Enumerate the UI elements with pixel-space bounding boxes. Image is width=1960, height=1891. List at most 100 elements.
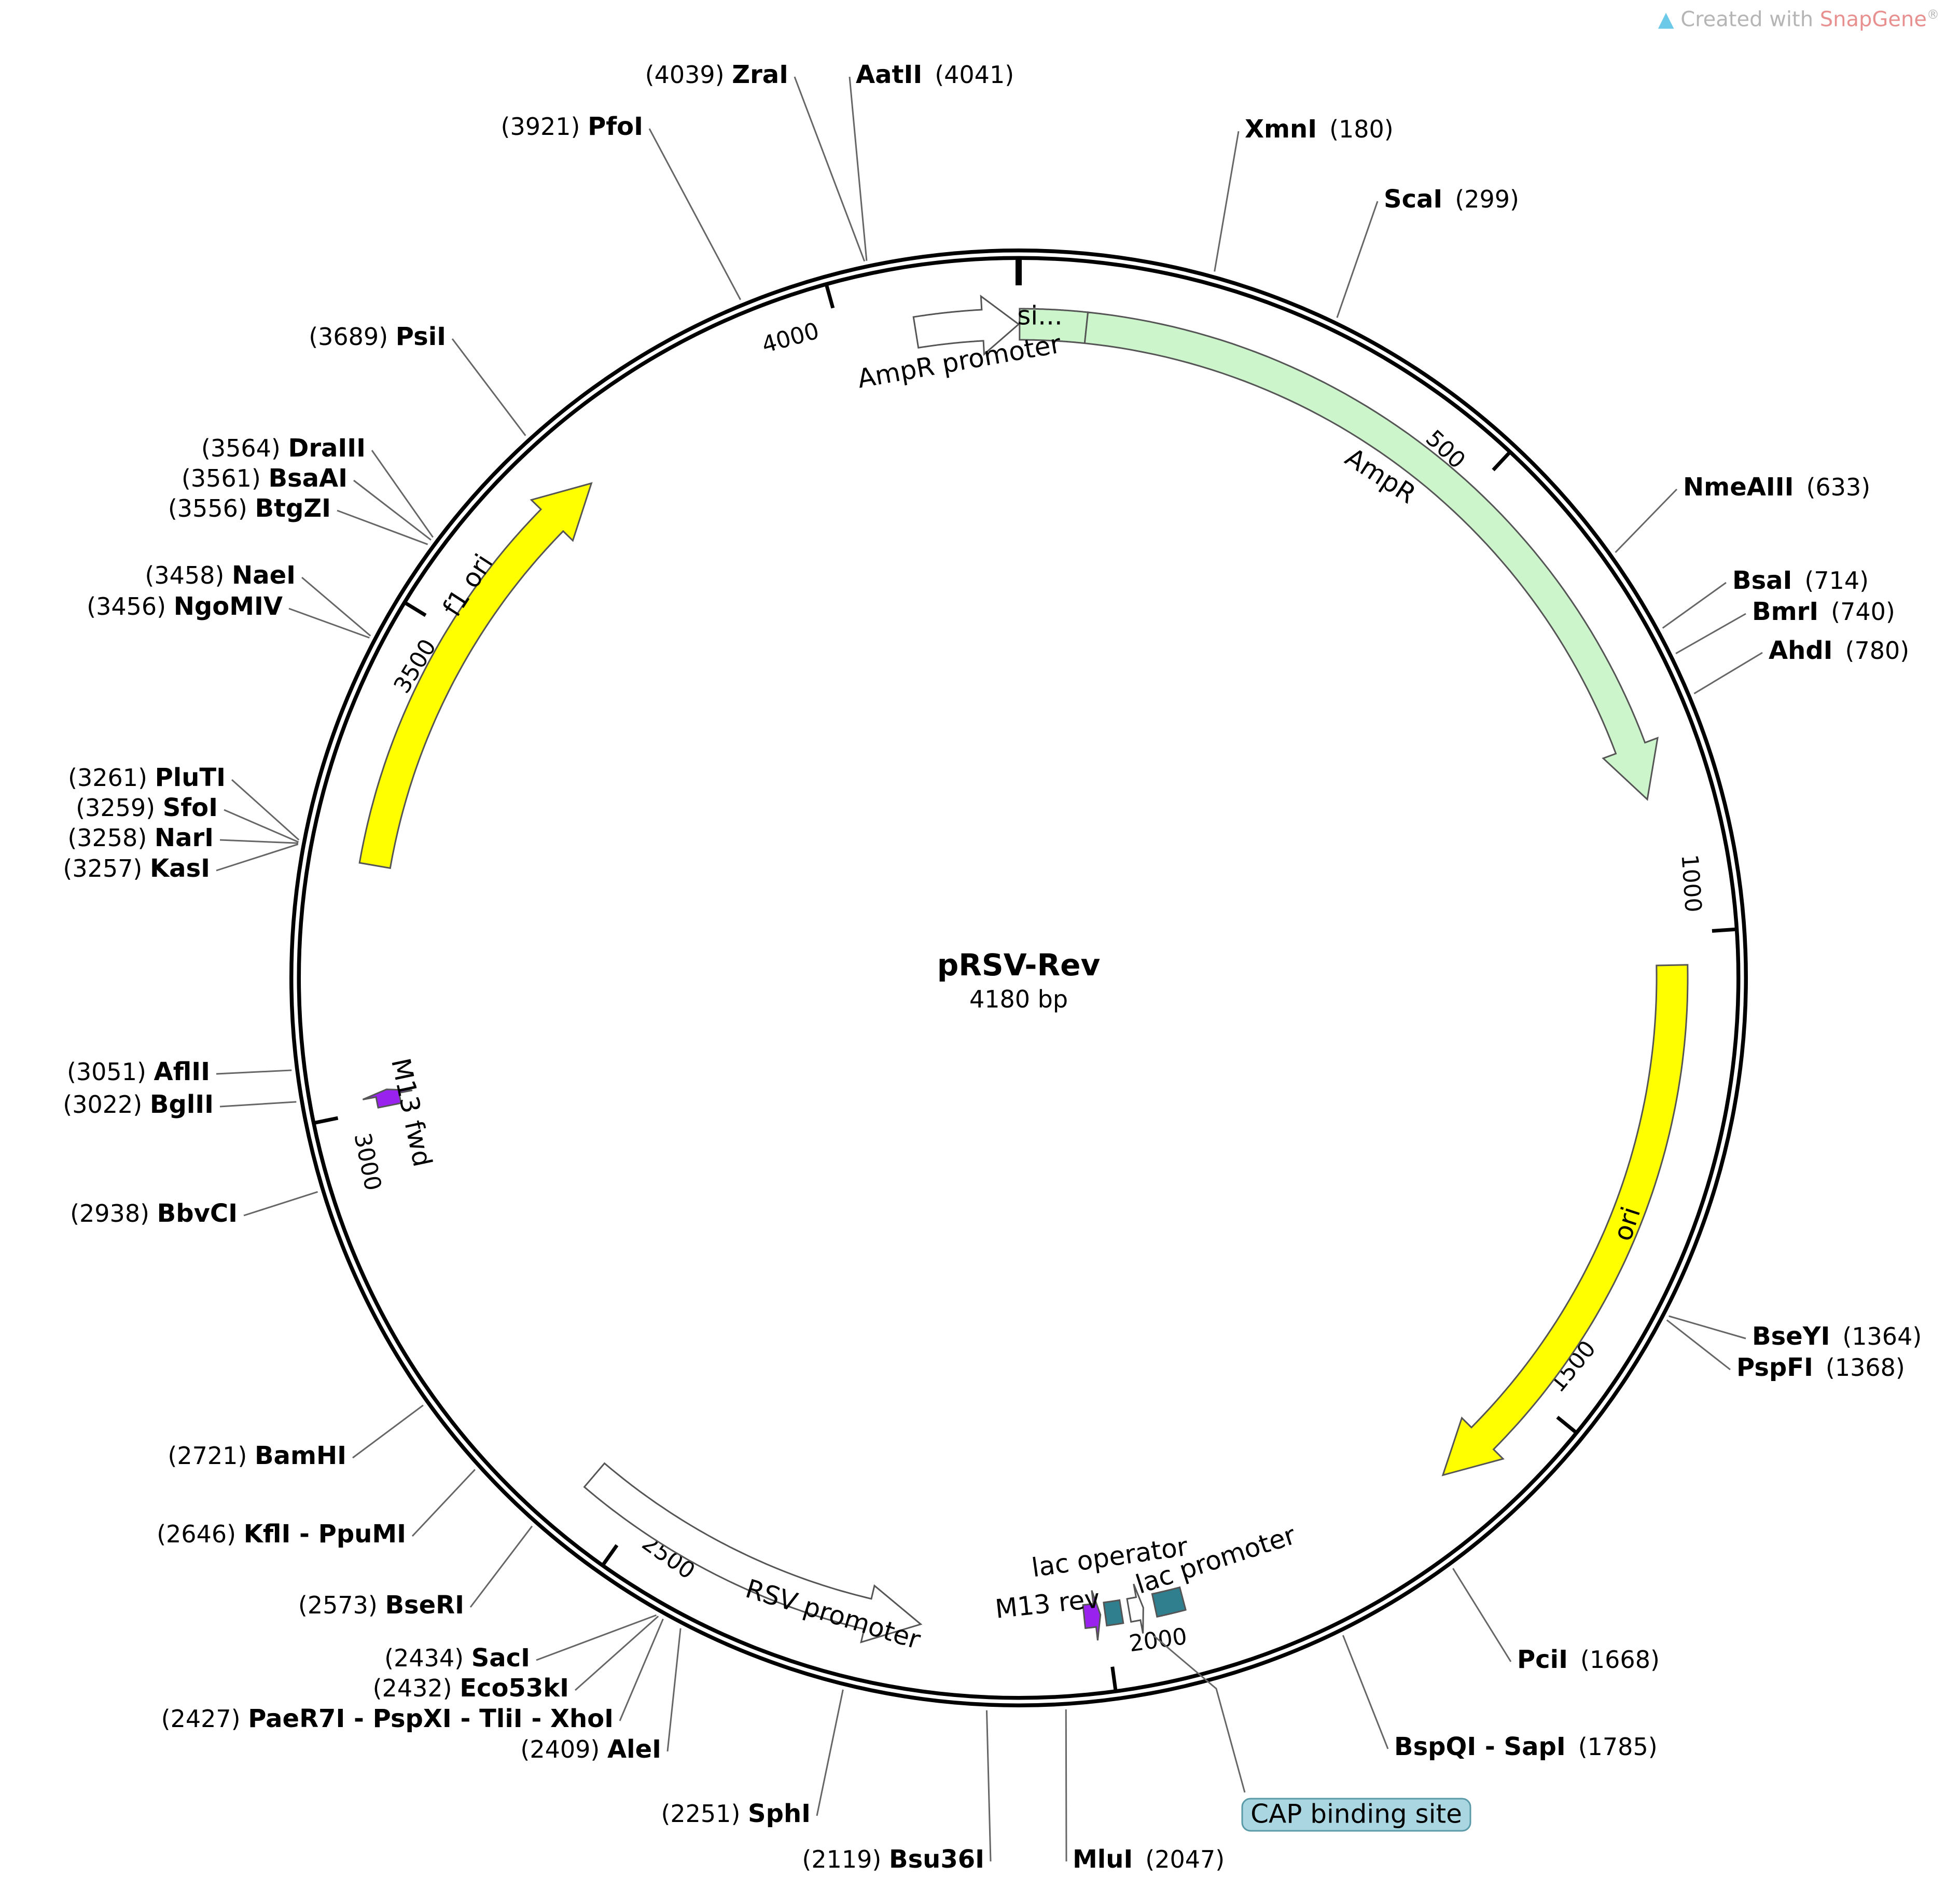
site-label: (3689) PsiI xyxy=(309,322,446,351)
feature-lac-operator xyxy=(1103,1599,1124,1627)
site-name: Bsu36I xyxy=(889,1845,984,1874)
site-name: PluTI xyxy=(155,763,226,792)
site-position: (3561) xyxy=(182,464,269,492)
site-name: SfoI xyxy=(163,793,218,822)
site-name: SacI xyxy=(471,1644,530,1673)
site-bseri: (2573) BseRI xyxy=(298,1525,533,1620)
site-name: BsaI xyxy=(1732,566,1792,595)
site-leader-line xyxy=(1214,131,1240,272)
site-name: BamHI xyxy=(255,1441,346,1470)
tick-mark xyxy=(1492,451,1511,472)
site-name: XmnI xyxy=(1245,115,1317,144)
site-position: (3259) xyxy=(76,794,163,822)
site-ngomiv: (3456) NgoMIV xyxy=(87,592,370,639)
site-bglii: (3022) BglII xyxy=(63,1090,297,1119)
site-name: NaeI xyxy=(232,561,296,590)
site-name: KflI - PpuMI xyxy=(244,1520,406,1549)
site-position: (180) xyxy=(1329,115,1394,143)
site-leader-line xyxy=(451,338,526,436)
site-leader-line xyxy=(794,76,866,262)
site-label: BseYI(1364) xyxy=(1752,1322,1922,1351)
site-leader-line xyxy=(216,1069,292,1075)
site-label: (3259) SfoI xyxy=(76,793,218,822)
site-aatii: AatII(4041) xyxy=(849,60,1014,261)
site-position: (3051) xyxy=(67,1058,154,1086)
site-name: PaeR7I - PspXI - TliI - XhoI xyxy=(248,1704,614,1733)
cap-label: CAP binding site xyxy=(1250,1799,1462,1829)
site-position: (3921) xyxy=(501,113,588,141)
site-label: (2646) KflI - PpuMI xyxy=(157,1520,406,1549)
site-label: AatII(4041) xyxy=(856,60,1014,89)
site-label: (2938) BbvCI xyxy=(70,1199,238,1228)
feature-label-M13-fwd: M13 fwd xyxy=(385,1056,438,1169)
feature-RSV-promoter xyxy=(583,1462,923,1644)
site-label: (2427) PaeR7I - PspXI - TliI - XhoI xyxy=(161,1704,614,1733)
site-pcii: PciI(1668) xyxy=(1452,1568,1660,1674)
site-kfli-ppumi: (2646) KflI - PpuMI xyxy=(157,1469,476,1549)
tick-mark xyxy=(404,601,427,617)
site-scai: ScaI(299) xyxy=(1336,185,1519,318)
site-position: (1364) xyxy=(1842,1322,1922,1350)
site-position: (1368) xyxy=(1826,1354,1905,1382)
site-leader-line xyxy=(1342,1635,1389,1749)
feature-AmpR-promoter xyxy=(912,294,1020,356)
site-name: BspQI - SapI xyxy=(1394,1732,1566,1761)
site-label: BmrI(740) xyxy=(1752,597,1895,626)
site-label: BsaI(714) xyxy=(1732,566,1869,595)
site-name: AatII xyxy=(856,60,922,89)
site-label: (3556) BtgZI xyxy=(168,494,331,523)
site-label: (2573) BseRI xyxy=(298,1591,464,1620)
site-label: (3257) KasI xyxy=(63,854,210,883)
feature-lac-promoter xyxy=(1151,1586,1187,1618)
plasmid-name: pRSV-Rev xyxy=(937,947,1101,983)
site-label: (2434) SacI xyxy=(384,1644,530,1673)
site-label: (3561) BsaAI xyxy=(182,464,347,493)
watermark-prefix: Created with xyxy=(1680,7,1820,32)
tick-label: 3000 xyxy=(349,1131,386,1193)
site-leader-line xyxy=(985,1710,992,1862)
site-bsu36i: (2119) Bsu36I xyxy=(802,1710,992,1874)
site-leader-line xyxy=(371,450,434,538)
site-position: (780) xyxy=(1845,637,1910,665)
site-label: (3458) NaeI xyxy=(145,561,296,590)
tick-mark xyxy=(1110,1666,1118,1691)
site-leader-line xyxy=(1675,613,1746,654)
site-position: (2432) xyxy=(373,1674,460,1702)
site-label: (3921) PfoI xyxy=(501,112,644,141)
site-leader-line xyxy=(1336,201,1379,318)
site-name: BglII xyxy=(150,1090,214,1119)
site-position: (3458) xyxy=(145,561,232,589)
cap-leader-line xyxy=(1153,1635,1246,1793)
site-name: PsiI xyxy=(396,322,446,351)
site-ahdi: AhdI(780) xyxy=(1693,636,1910,695)
site-label: (3564) DraIII xyxy=(201,434,366,463)
site-leader-line xyxy=(849,76,868,261)
site-mlui: MluI(2047) xyxy=(1065,1709,1225,1874)
site-position: (4039) xyxy=(645,61,732,89)
site-position: (2251) xyxy=(661,1800,748,1828)
site-label: (2251) SphI xyxy=(661,1799,811,1828)
site-nmeaiii: NmeAIII(633) xyxy=(1615,473,1870,553)
site-zrai: (4039) ZraI xyxy=(645,60,866,262)
site-position: (2721) xyxy=(168,1442,255,1470)
site-position: (299) xyxy=(1455,185,1519,213)
tick-mark xyxy=(313,1116,339,1125)
site-name: NmeAIII xyxy=(1683,473,1794,502)
site-label: PciI(1668) xyxy=(1517,1645,1660,1674)
site-label: PspFI (1368) xyxy=(1736,1353,1905,1382)
site-leader-line xyxy=(1662,582,1727,629)
site-position: (3022) xyxy=(63,1091,150,1119)
site-xmni: XmnI (180) xyxy=(1214,115,1394,272)
tick-mark xyxy=(824,284,835,309)
feature-M13-rev xyxy=(1082,1590,1102,1641)
site-name: NgoMIV xyxy=(174,592,283,621)
plasmid-length: 4180 bp xyxy=(969,985,1068,1013)
site-bseyi: BseYI(1364) xyxy=(1669,1315,1922,1351)
site-name: PspFI xyxy=(1736,1353,1813,1382)
site-nari: (3258) NarI xyxy=(67,823,299,852)
site-leader-line xyxy=(1452,1568,1512,1662)
site-label: ScaI(299) xyxy=(1384,185,1519,214)
site-leader-line xyxy=(219,839,299,844)
snapgene-logo-icon: ▲ xyxy=(1658,7,1674,32)
site-name: ZraI xyxy=(732,60,788,89)
